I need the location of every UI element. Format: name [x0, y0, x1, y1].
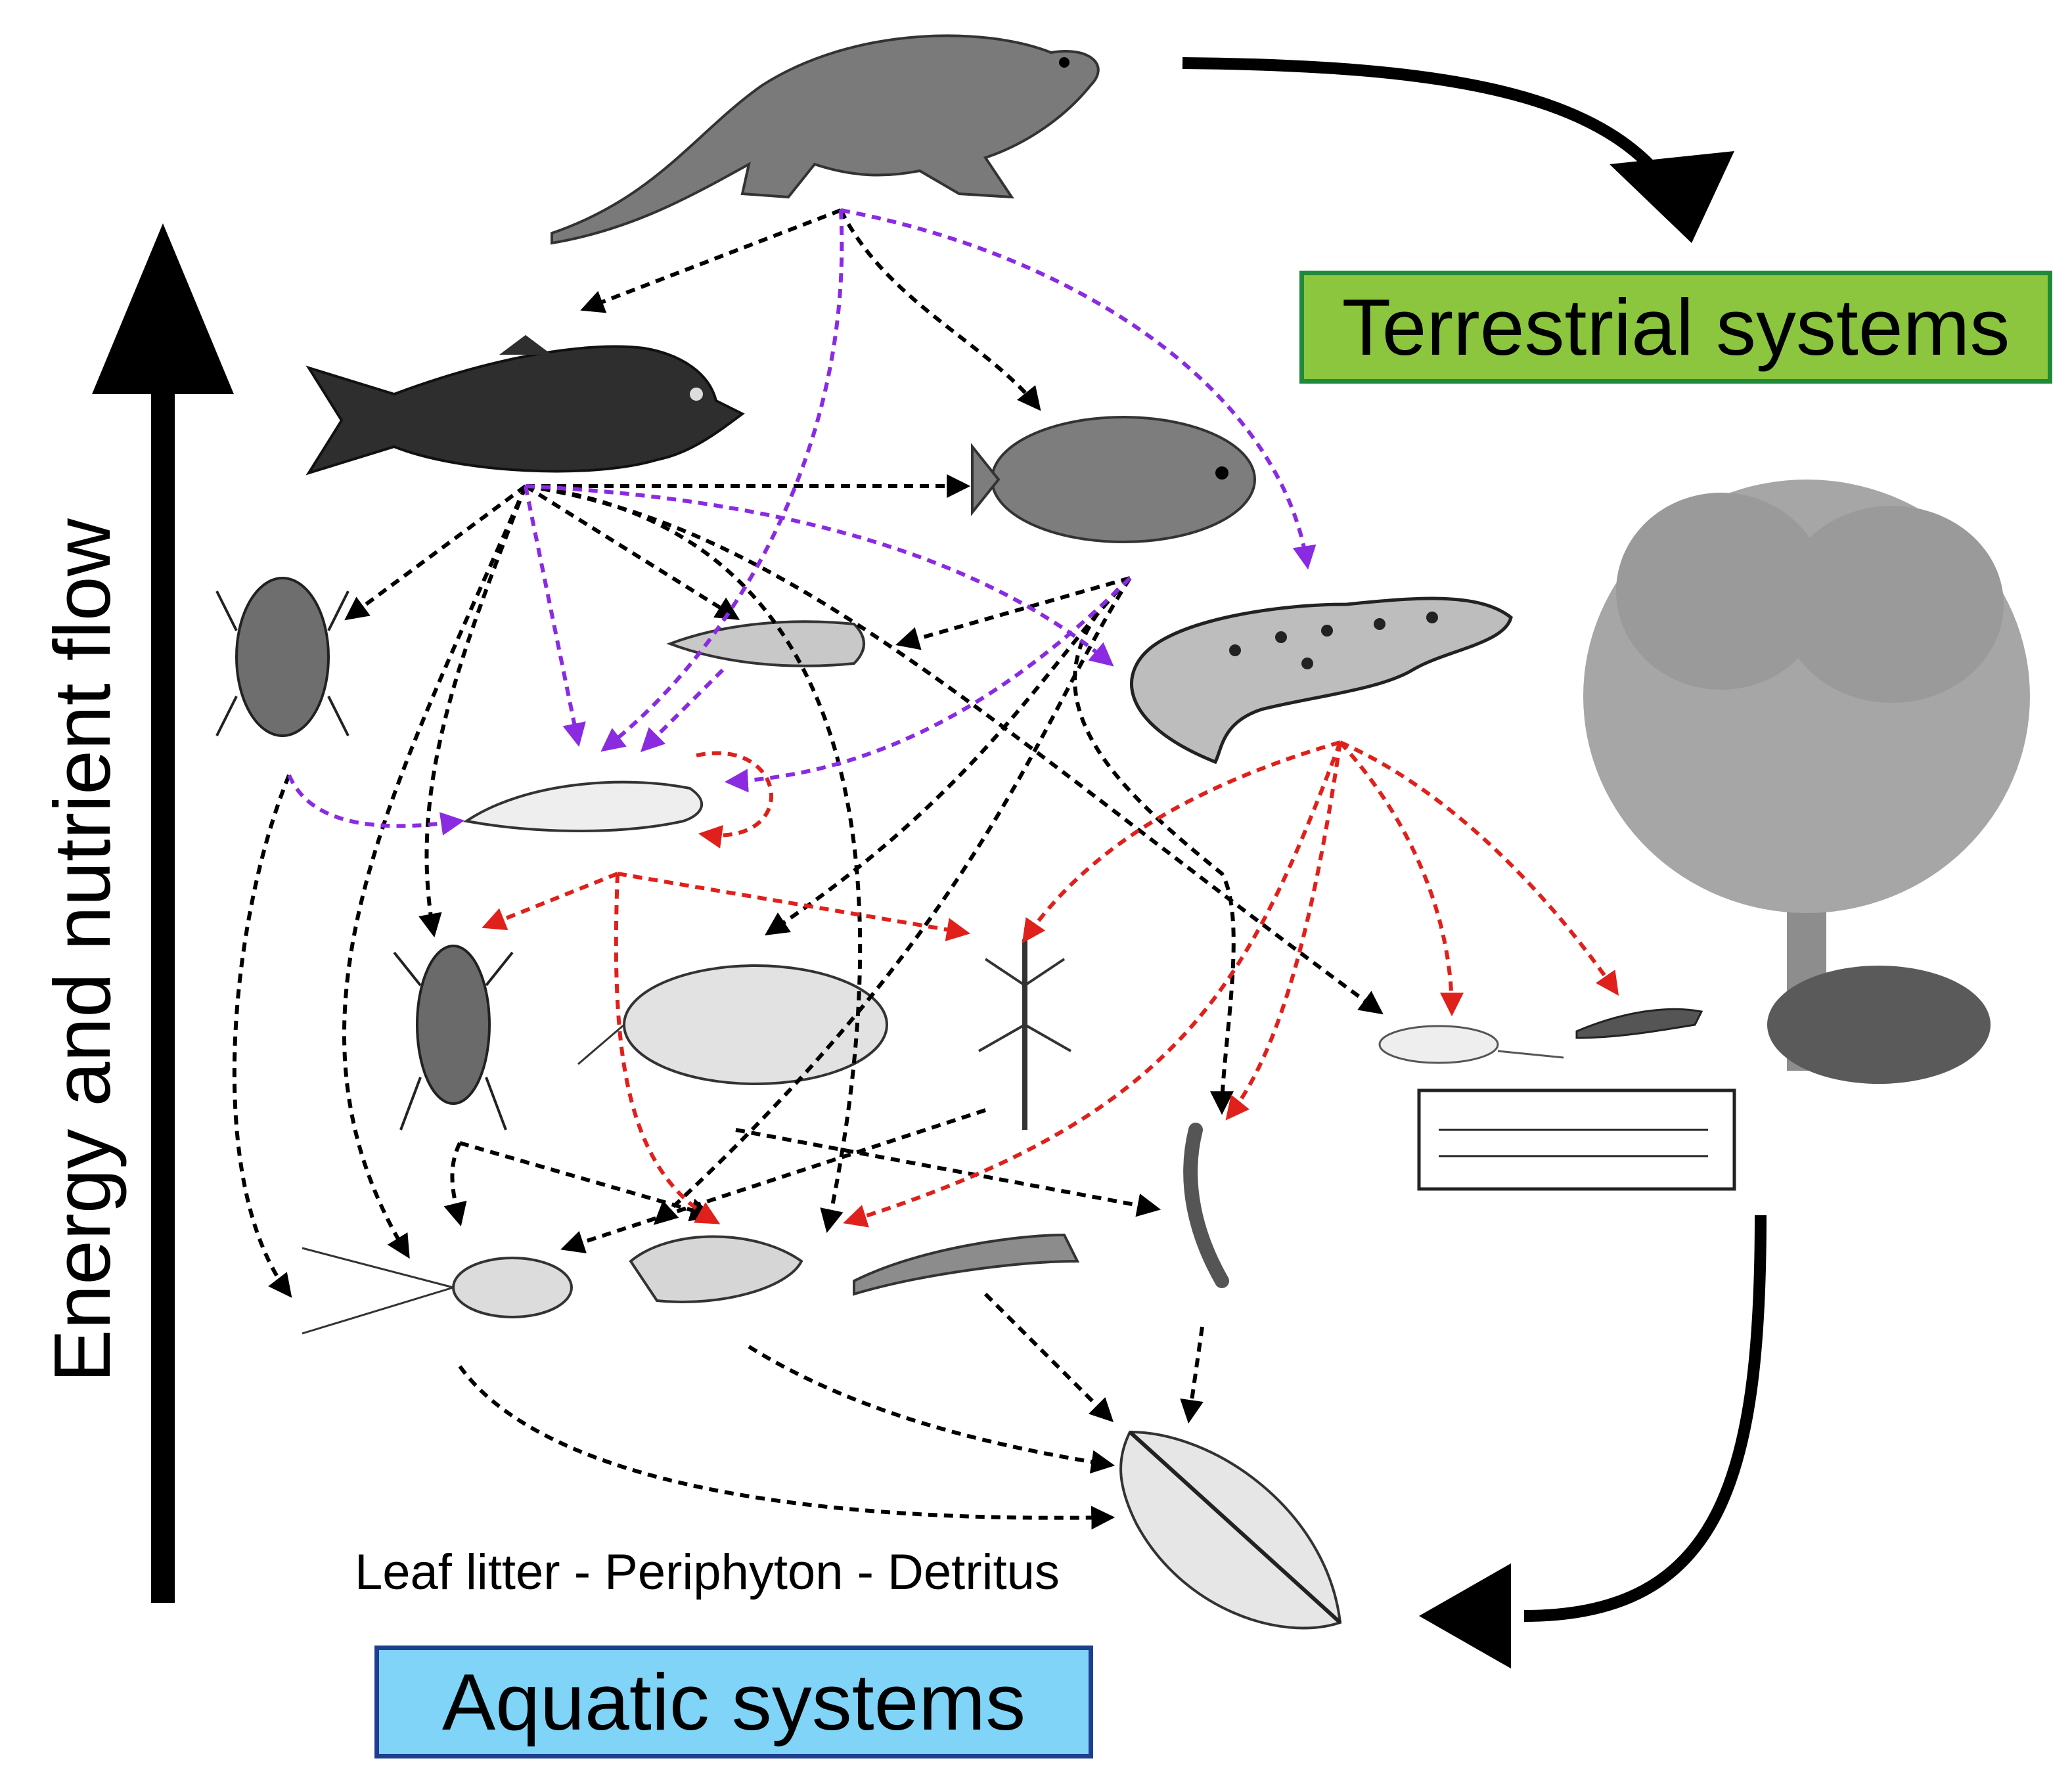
caddisfly-case-icon [853, 1233, 1080, 1296]
feeding-links-purple [287, 208, 1317, 836]
tree-icon [1583, 480, 2030, 1084]
midge-larva-icon [1183, 1123, 1229, 1288]
log-icon [1417, 1088, 1736, 1191]
dragonfly-larva-icon [666, 620, 865, 667]
beetle-icon [215, 577, 349, 737]
water-bug-icon [393, 945, 514, 1131]
aquatic-systems-text: Aquatic systems [441, 1657, 1026, 1747]
lacewing-icon [1378, 1025, 1564, 1064]
basal-resources-label: Leaf litter - Periphyton - Detritus [355, 1544, 1060, 1600]
energy-flow-label: Energy and nutrient flow [37, 518, 127, 1383]
feeding-links-red [482, 740, 1619, 1228]
mayfly-nymph-icon [302, 1247, 573, 1335]
leaf-icon [1119, 1430, 1342, 1630]
sunfish-icon [971, 416, 1256, 543]
energy-flow-arrow [92, 223, 234, 1603]
terrestrial-to-aquatic-arrow [1523, 1215, 1767, 1622]
terrestrial-systems-text: Terrestrial systems [1341, 282, 2010, 372]
otter-to-terrestrial-arrow [1182, 57, 1680, 200]
otter-icon [551, 34, 1100, 245]
feeding-links-black [232, 208, 1384, 1530]
terrestrial-systems-label: Terrestrial systems [1299, 271, 2052, 384]
mayfly-icon [978, 939, 1071, 1130]
salamander-icon [1130, 596, 1513, 765]
amphipod-icon [629, 1235, 803, 1303]
aquatic-systems-label: Aquatic systems [374, 1646, 1093, 1758]
system-cycle-arrows [1182, 57, 1767, 1668]
trout-icon [305, 335, 745, 476]
grasshopper-icon [1575, 1008, 1703, 1039]
axolotl-icon [462, 780, 704, 832]
